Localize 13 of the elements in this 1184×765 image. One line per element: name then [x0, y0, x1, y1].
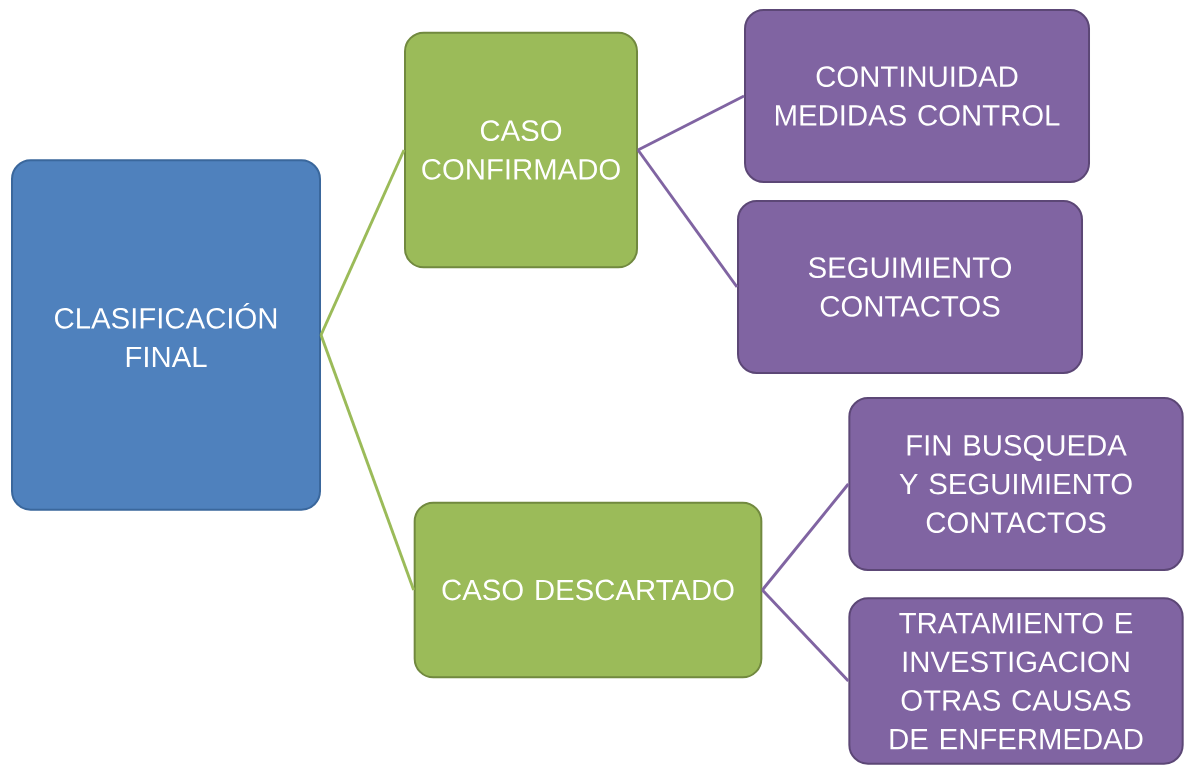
connector-line — [637, 94, 745, 152]
connector-line — [319, 149, 406, 336]
process-box: CASO CONFIRMADO — [404, 31, 638, 269]
connector-line — [636, 149, 739, 288]
process-box: CASO DESCARTADO — [413, 501, 763, 679]
process-box: CLASIFICACIÓN FINAL — [11, 159, 321, 511]
connector-line — [761, 589, 850, 682]
process-box: TRATAMIENTO E INVESTIGACION OTRAS CAUSAS DE ENFERMEDAD — [848, 597, 1184, 765]
connector-line — [319, 334, 416, 591]
process-box: SEGUIMIENTO CONTACTOS — [737, 200, 1083, 374]
connector-line — [761, 483, 850, 591]
process-box: FIN BUSQUEDA Y SEGUIMIENTO CONTACTOS — [848, 397, 1184, 571]
process-box: CONTINUIDAD MEDIDAS CONTROL — [744, 9, 1090, 183]
